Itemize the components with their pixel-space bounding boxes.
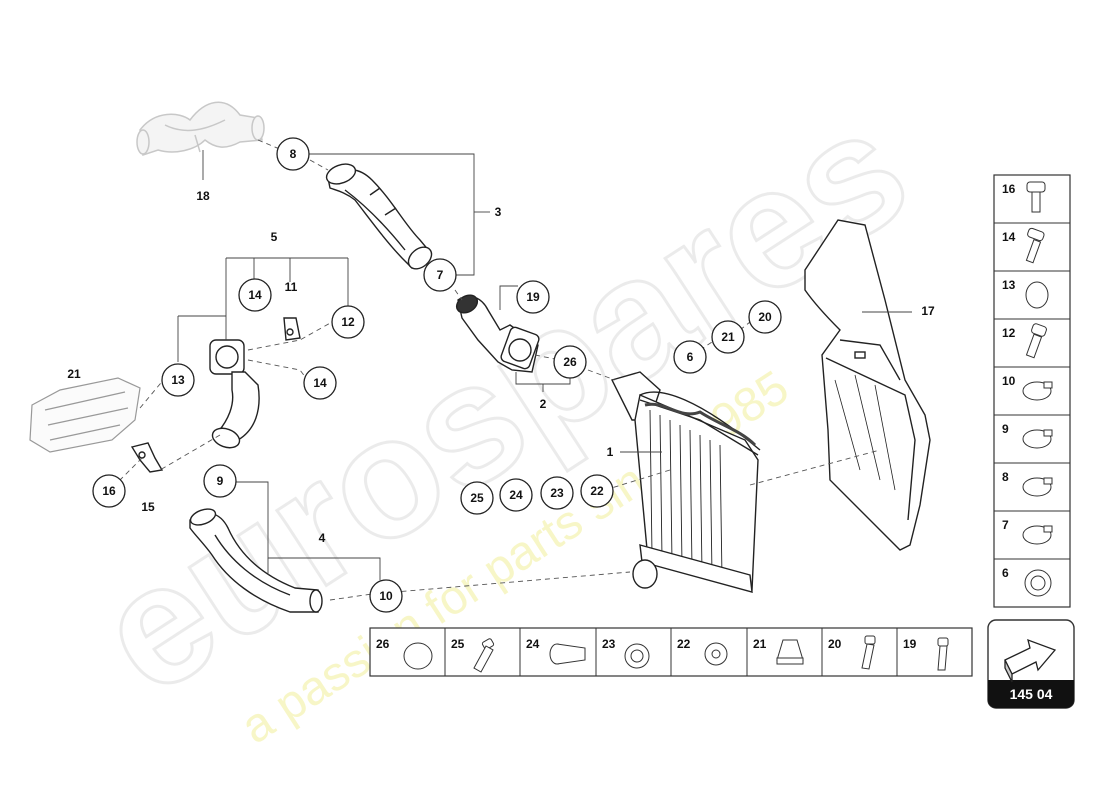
side-row-9: 9 — [1002, 422, 1009, 436]
o-ring-icon — [403, 642, 433, 670]
part-3-hose — [325, 163, 433, 270]
bottom-cell-21: 21 — [753, 637, 767, 651]
callout-14b: 14 — [303, 366, 337, 400]
callout-26: 26 — [553, 345, 587, 379]
svg-text:9: 9 — [217, 474, 224, 488]
side-row-14: 14 — [1002, 230, 1016, 244]
diagram-code: 145 04 — [1010, 686, 1053, 702]
arrow-icon — [1004, 638, 1057, 683]
label-5: 5 — [271, 230, 278, 244]
washer-icon — [704, 642, 728, 666]
part-18-faded-hose — [136, 101, 265, 157]
svg-text:14: 14 — [248, 288, 262, 302]
callout-20: 20 — [748, 300, 782, 334]
label-11: 11 — [285, 280, 298, 294]
bolt-icon — [861, 635, 876, 670]
grommet-icon — [1024, 569, 1052, 597]
part-4-hose — [189, 508, 323, 613]
part-15-bracket — [130, 442, 164, 473]
svg-text:14: 14 — [313, 376, 327, 390]
callouts: 8 7 19 26 6 21 20 14 12 13 14 9 16 25 24… — [92, 137, 782, 613]
nut-icon — [776, 639, 804, 665]
label-18: 18 — [196, 189, 210, 203]
svg-text:6: 6 — [687, 350, 694, 364]
svg-text:13: 13 — [171, 373, 185, 387]
label-21: 21 — [67, 367, 81, 381]
callout-16: 16 — [92, 474, 126, 508]
long-bolt-icon — [473, 638, 495, 673]
label-2: 2 — [540, 397, 547, 411]
svg-text:23: 23 — [550, 486, 564, 500]
side-row-10: 10 — [1002, 374, 1016, 388]
svg-text:26: 26 — [563, 355, 577, 369]
bottom-cell-22: 22 — [677, 637, 691, 651]
hose-clamp-icon — [1022, 429, 1053, 449]
callout-9: 9 — [203, 464, 237, 498]
bolt-flange-icon — [1025, 323, 1047, 359]
part-17-air-duct — [804, 219, 931, 551]
callout-14a: 14 — [238, 278, 272, 312]
label-4: 4 — [319, 531, 326, 545]
bottom-cell-23: 23 — [602, 637, 616, 651]
bottom-cell-24: 24 — [526, 637, 540, 651]
svg-text:16: 16 — [102, 484, 116, 498]
grommet-icon — [624, 643, 650, 669]
svg-text:22: 22 — [590, 484, 604, 498]
callout-8: 8 — [276, 137, 310, 171]
label-17: 17 — [921, 304, 935, 318]
bottom-cell-26: 26 — [376, 637, 390, 651]
callout-21: 21 — [711, 320, 745, 354]
bolt-icon — [1026, 181, 1046, 213]
callout-13: 13 — [161, 363, 195, 397]
label-3: 3 — [495, 205, 502, 219]
callout-10: 10 — [369, 579, 403, 613]
screw-icon — [1025, 227, 1045, 264]
side-row-16: 16 — [1002, 182, 1016, 196]
callout-7: 7 — [423, 258, 457, 292]
svg-text:8: 8 — [290, 147, 297, 161]
label-1: 1 — [607, 445, 614, 459]
hose-clamp-icon — [1022, 381, 1053, 401]
label-15: 15 — [141, 500, 155, 514]
part-1-intercooler — [610, 371, 761, 593]
svg-text:12: 12 — [341, 315, 355, 329]
side-row-6: 6 — [1002, 566, 1009, 580]
diagram-code-box: 145 04 — [987, 619, 1075, 709]
side-row-8: 8 — [1002, 470, 1009, 484]
hose-clamp-icon — [1022, 525, 1053, 545]
bolt-icon — [937, 637, 949, 671]
o-ring-icon — [1025, 281, 1049, 309]
bottom-parts-table: 26 25 24 23 22 21 20 19 — [369, 627, 973, 677]
part-labels: 18 3 5 11 21 2 1 17 15 4 — [67, 189, 935, 545]
side-parts-table: 16 14 13 12 10 9 8 7 6 — [993, 174, 1071, 608]
svg-text:20: 20 — [758, 310, 772, 324]
bottom-cell-19: 19 — [903, 637, 917, 651]
svg-text:7: 7 — [437, 268, 444, 282]
callout-12: 12 — [331, 305, 365, 339]
svg-text:10: 10 — [379, 589, 393, 603]
side-row-7: 7 — [1002, 518, 1009, 532]
callout-6: 6 — [673, 340, 707, 374]
callout-25: 25 — [460, 481, 494, 515]
bottom-cell-25: 25 — [451, 637, 465, 651]
side-row-12: 12 — [1002, 326, 1016, 340]
callout-23: 23 — [540, 476, 574, 510]
svg-text:21: 21 — [721, 330, 735, 344]
bracket-lines — [177, 150, 912, 580]
side-row-13: 13 — [1002, 278, 1016, 292]
part-2-throttle-assembly — [455, 294, 540, 373]
svg-text:25: 25 — [470, 491, 484, 505]
callout-19: 19 — [516, 280, 550, 314]
svg-text:24: 24 — [509, 488, 523, 502]
svg-text:19: 19 — [526, 290, 540, 304]
hose-clamp-icon — [1022, 477, 1053, 497]
part-5-assembly — [209, 317, 301, 449]
callout-22: 22 — [580, 474, 614, 508]
callout-24: 24 — [499, 478, 533, 512]
part-21-intake — [29, 377, 141, 453]
bottom-cell-20: 20 — [828, 637, 842, 651]
sleeve-icon — [549, 643, 586, 665]
